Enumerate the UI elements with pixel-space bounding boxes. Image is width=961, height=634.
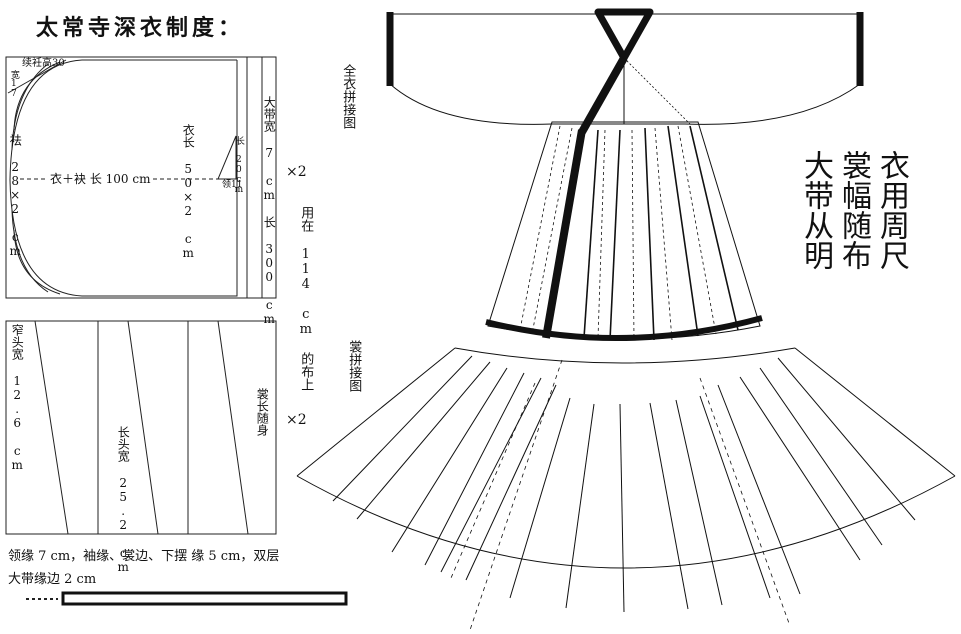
lapel-triangle [217,135,237,180]
upper-panel-frame [5,56,277,299]
belt-bar [61,591,348,606]
fan-dashed-lines [450,359,791,631]
skirt-cut-line-1 [34,320,69,535]
lower-pattern-panel [5,320,277,535]
lower-panel-frame [5,320,277,535]
fan-panel-lines [332,355,916,613]
skirt-assembly-label: 裳拼接图 [346,340,362,392]
skirt-panel-lines [583,125,739,341]
sleeve-body-outline [9,59,238,297]
skirt-dashed-lines [519,125,717,341]
belt-trim-note: 大带缘边 2 cm [8,572,97,587]
long-head-label: 长头宽 25.2 cm [116,426,131,574]
note-col-3: 大带从明 [798,150,833,270]
fabric-width-note: 用在 114 cm 的布上 [298,206,314,391]
garment-assembly [386,8,864,342]
belt-label: 大带宽 7 cm 长 300 cm [262,96,277,326]
inner-lapel-dotted [623,57,691,125]
upper-multiplier: ×2 [286,164,307,180]
lower-multiplier: ×2 [286,412,307,428]
skirt-fan [296,347,956,631]
collar-cross-band [578,56,628,134]
collar-curve-inner [11,63,49,151]
page-title: 太常寺深衣制度： [36,15,245,41]
belt-indicator [26,591,348,606]
fan-edge-right [794,347,956,477]
collar-curve-outer [13,61,61,131]
skirt-cut-line-5 [217,320,249,535]
trim-note: 领缘 7 cm，袖缘、裳边、下摆 缘 5 cm，双层 [8,549,280,564]
collar-top-label: 续衽高30 [22,58,65,69]
collar-slant [7,59,67,94]
lapel-length-label: 长 20cm [233,136,244,195]
collar-width-label: 宽17 [8,70,19,99]
note-col-2: 裳幅随布 [836,150,871,270]
fan-inner-arc [454,347,796,364]
note-col-1: 衣用周尺 [874,150,909,270]
coat-length-label: 衣长 50×2 cm [181,124,196,260]
skirt-cut-line-3 [127,320,159,535]
garment-top-outline [389,13,861,125]
fan-edge-left [296,347,456,477]
cuff-label: 袪 28×2 cm [8,134,23,258]
skirt-length-label: 裳长随身 [255,388,270,436]
hem-curve-outer [13,229,61,295]
fan-outline-hint [297,348,955,562]
skirt-outline [487,121,761,340]
front-edge-band [542,129,586,339]
hem-curve-inner [11,209,49,293]
narrow-head-label: 窄头宽 12.6 cm [10,324,25,472]
collar-v [594,8,654,62]
fan-outer-arc [296,475,956,569]
full-assembly-label: 全衣拼接图 [340,64,356,129]
body-sleeve-label: 衣＋袂 长 100 cm [48,172,153,187]
lapel-bottom-label: 领11 [222,180,243,190]
hem-band [485,315,763,342]
